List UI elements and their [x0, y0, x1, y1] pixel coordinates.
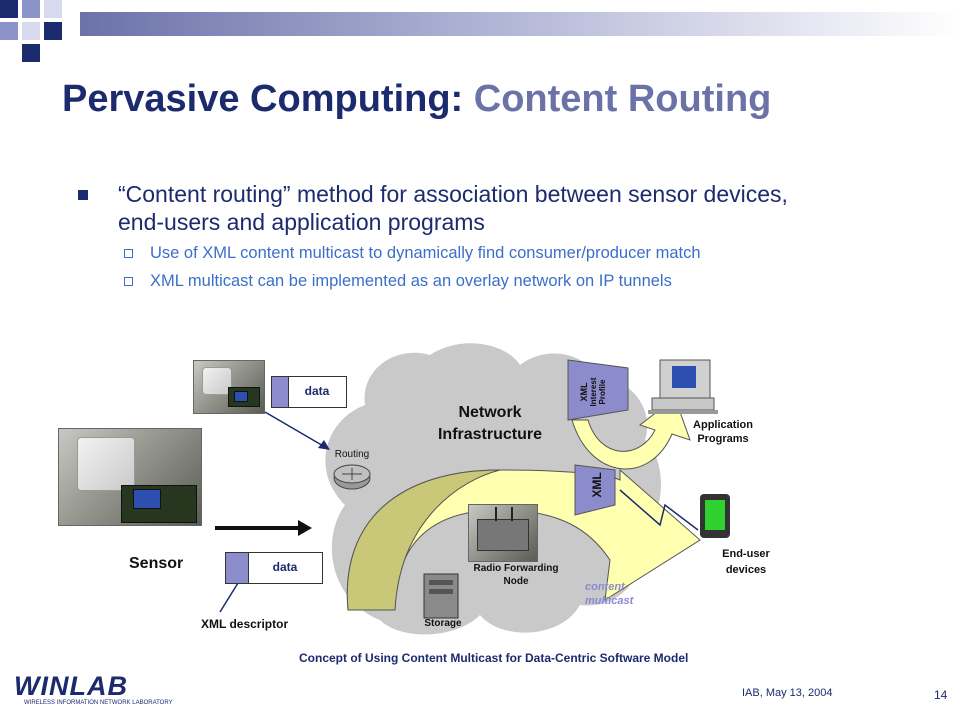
app-programs-label: Application Programs	[693, 419, 753, 445]
data-packet-bottom: data	[225, 552, 323, 584]
wireless-link	[619, 489, 699, 531]
logo-text: WINLAB	[14, 671, 128, 701]
header-gradient-bar	[80, 12, 960, 36]
xml-tab	[272, 377, 289, 407]
routing-label: Routing	[334, 449, 370, 460]
xml-tab	[226, 553, 249, 583]
footer-date: IAB, May 13, 2004	[742, 687, 833, 699]
xml-profile-tab	[567, 359, 629, 421]
profile-arrow	[571, 397, 691, 470]
sensor-photo-small	[193, 360, 265, 414]
bullet-marker	[78, 190, 88, 200]
xml-descriptor-label: XML descriptor	[201, 617, 289, 631]
radio-node-label: Radio Forwarding Node	[473, 563, 559, 587]
xml-tag-label: XML	[590, 472, 604, 498]
xml-interest-profile-label: XML Interest Profile	[579, 377, 607, 407]
winlab-logo: WINLAB WIRELESS INFORMATION NETWORK LABO…	[14, 672, 194, 708]
sub-bullet-2: XML multicast can be implemented as an o…	[150, 272, 672, 290]
main-bullet: “Content routing” method for association…	[118, 181, 788, 235]
sensor-photo-large	[58, 428, 202, 526]
sub-bullet-marker	[124, 249, 133, 258]
corner-decoration	[0, 0, 80, 62]
arrow-olive-face	[346, 469, 501, 611]
logo-subtext: WIRELESS INFORMATION NETWORK LABORATORY	[24, 700, 173, 706]
title-main: Pervasive Computing:	[62, 78, 464, 120]
sub-bullet-1: Use of XML content multicast to dynamica…	[150, 244, 701, 262]
data-packet-top: data	[271, 376, 347, 408]
network-infrastructure-label: Network Infrastructure	[437, 404, 543, 443]
storage-label: Storage	[424, 618, 462, 629]
data-label: data	[272, 560, 298, 574]
sub-bullet-marker	[124, 277, 133, 286]
diagram-caption: Concept of Using Content Multicast for D…	[299, 651, 689, 665]
title-accent: Content Routing	[473, 78, 772, 120]
page-title: Pervasive Computing: Content Routing	[62, 78, 771, 121]
page-number: 14	[934, 688, 948, 702]
end-user-label: End-user devices	[722, 548, 770, 576]
radio-node-photo	[468, 504, 538, 562]
content-multicast-label: content multicast	[585, 581, 634, 607]
sensor-label: Sensor	[129, 555, 184, 572]
data-label: data	[304, 384, 330, 398]
sensor-arrow-top	[264, 411, 326, 448]
xml-descriptor-pointer	[219, 582, 239, 613]
xml-tag	[574, 464, 616, 516]
